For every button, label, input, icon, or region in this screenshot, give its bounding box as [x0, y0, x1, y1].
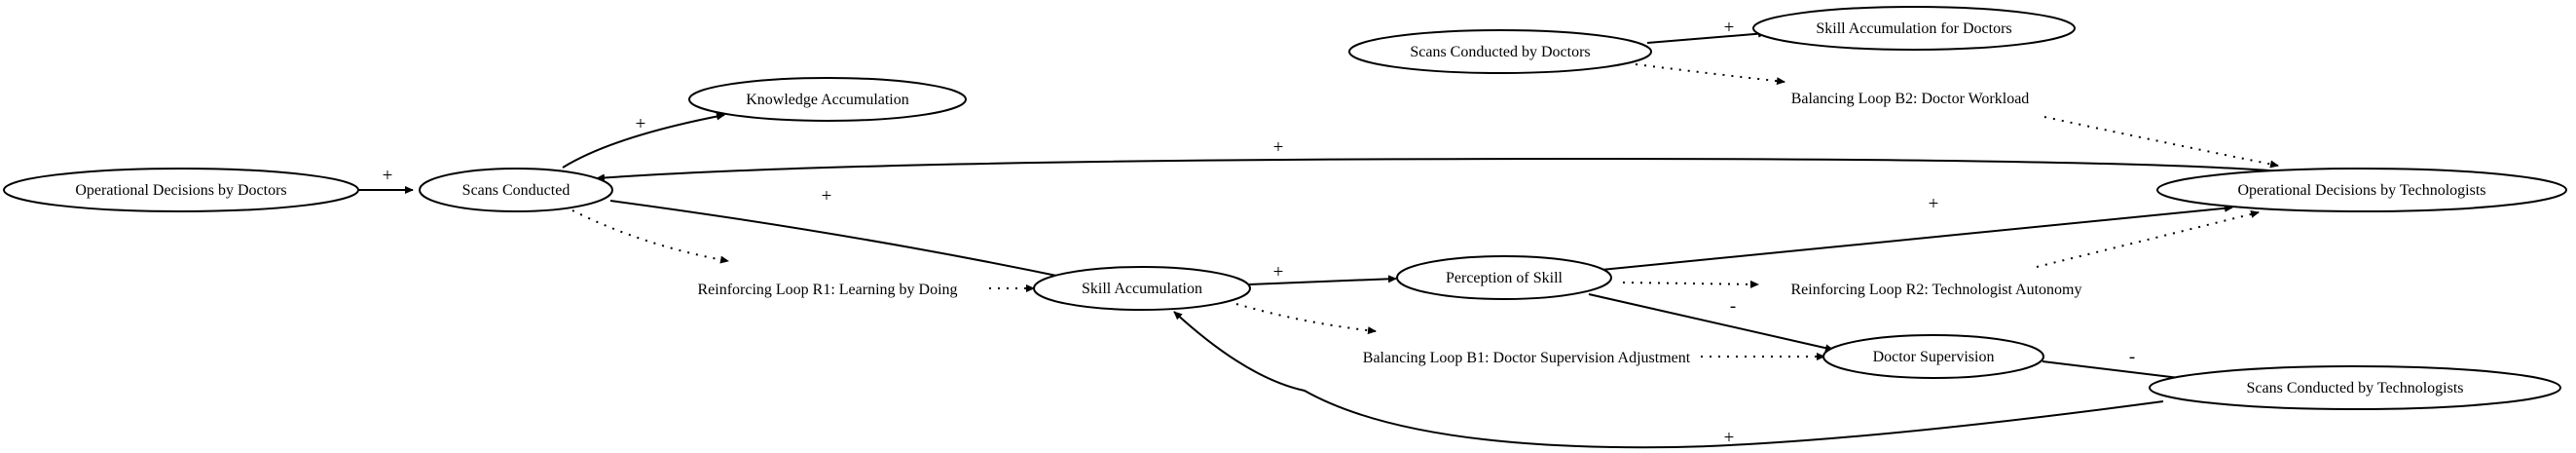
- dotted-scans-conducted-to-loop-r1: [571, 209, 729, 264]
- edge-doctor-supervision-to-scans-by-technologists: [2042, 360, 2196, 384]
- edge-scans-by-doctors-to-skill-accumulation-for-doctors: [1646, 29, 1767, 44]
- edge-perception-of-skill-to-operational-decisions-technologists: [1601, 204, 2233, 271]
- edge-scans-conducted-to-knowledge-accumulation: [562, 112, 725, 169]
- sign-scans-by-doctors-to-skill-for-doctors: +: [1724, 18, 1735, 38]
- node-knowledge-accumulation: Knowledge Accumulation: [688, 77, 967, 122]
- node-perception-of-skill: Perception of Skill: [1396, 255, 1612, 300]
- sign-perception-to-technologists-decisions: +: [1929, 194, 1939, 214]
- node-label: Scans Conducted: [462, 182, 570, 199]
- node-label: Knowledge Accumulation: [746, 92, 909, 108]
- loop-labels: Reinforcing Loop R1: Learning by Doing R…: [697, 91, 2081, 366]
- dotted-skill-accumulation-to-loop-b1: [1235, 303, 1377, 335]
- sign-perception-to-supervision: -: [1730, 296, 1736, 317]
- sign-supervision-to-scans-by-technologists: -: [2129, 347, 2135, 367]
- dotted-perception-of-skill-to-loop-r2: [1622, 280, 1759, 288]
- dotted-loop-r2-to-operational-decisions-technologists: [2036, 210, 2260, 268]
- dotted-loop-b2-to-operational-decisions-technologists: [2043, 116, 2279, 169]
- sign-skill-to-perception: +: [1273, 262, 1284, 283]
- node-skill-accumulation-for-doctors: Skill Accumulation for Doctors: [1752, 6, 2076, 51]
- node-label: Doctor Supervision: [1873, 349, 1995, 365]
- sign-technologists-decisions-to-scans: +: [1273, 137, 1284, 158]
- edge-scans-conducted-to-skill-accumulation: [609, 200, 1072, 282]
- node-label: Skill Accumulation for Doctors: [1816, 20, 2011, 37]
- loop-r2-label: Reinforcing Loop R2: Technologist Autono…: [1790, 282, 2081, 298]
- loop-b2-label: Balancing Loop B2: Doctor Workload: [1791, 91, 2030, 107]
- node-label: Scans Conducted by Technologists: [2246, 380, 2463, 396]
- node-operational-decisions-by-doctors: Operational Decisions by Doctors: [3, 168, 359, 212]
- edge-scans-by-technologists-to-skill-accumulation: [1173, 311, 2164, 449]
- node-label: Operational Decisions by Technologists: [2238, 182, 2486, 199]
- sign-doctors-to-scans: +: [383, 166, 393, 186]
- node-doctor-supervision: Doctor Supervision: [1822, 334, 2044, 379]
- node-operational-decisions-by-technologists: Operational Decisions by Technologists: [2156, 168, 2567, 212]
- polarity-signs: + + + + + + + - - +: [383, 18, 2136, 448]
- node-label: Skill Accumulation: [1082, 281, 1202, 297]
- edge-perception-of-skill-to-doctor-supervision: [1588, 293, 1834, 353]
- node-scans-conducted-by-doctors: Scans Conducted by Doctors: [1348, 29, 1652, 74]
- dotted-scans-by-doctors-to-loop-b2: [1635, 63, 1785, 86]
- node-skill-accumulation: Skill Accumulation: [1033, 266, 1251, 311]
- node-label: Scans Conducted by Doctors: [1410, 44, 1590, 60]
- sign-scans-to-knowledge: +: [636, 114, 646, 134]
- loop-b1-label: Balancing Loop B1: Doctor Supervision Ad…: [1363, 350, 1691, 366]
- edge-skill-accumulation-to-perception-of-skill: [1248, 275, 1397, 285]
- sign-scans-by-technologists-to-skill: +: [1724, 428, 1735, 448]
- node-scans-conducted-by-technologists: Scans Conducted by Technologists: [2149, 365, 2561, 410]
- node-label: Operational Decisions by Doctors: [75, 182, 286, 199]
- loop-r1-label: Reinforcing Loop R1: Learning by Doing: [697, 282, 957, 298]
- sign-scans-to-skill: +: [822, 186, 832, 207]
- edge-operational-decisions-technologists-to-scans-conducted: [596, 157, 2283, 182]
- edges: [358, 29, 2283, 449]
- node-label: Perception of Skill: [1446, 270, 1564, 286]
- node-scans-conducted: Scans Conducted: [419, 168, 613, 212]
